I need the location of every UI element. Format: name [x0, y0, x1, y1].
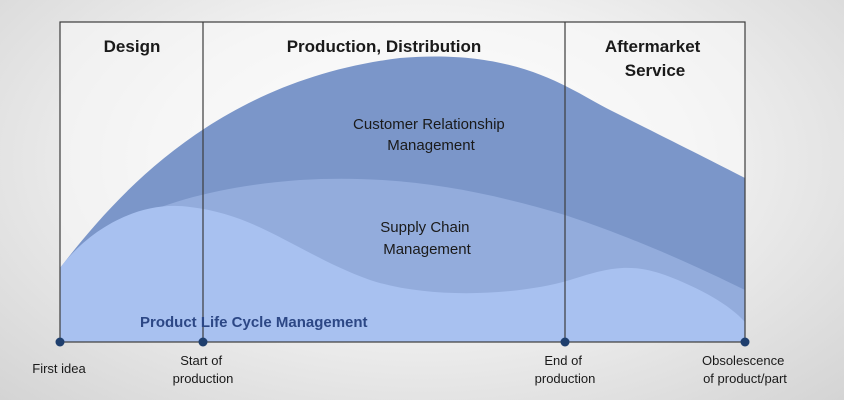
crm-label-line-2: Management — [387, 137, 475, 154]
scm-label-line-1: Supply Chain — [380, 219, 469, 236]
phase-title-design: Design — [104, 37, 161, 56]
milestone-label-start-of-production-line-2: production — [173, 371, 234, 386]
milestone-label-end-of-production-line-2: production — [535, 371, 596, 386]
milestone-marker-end-of-production — [560, 337, 570, 347]
milestone-marker-first-idea — [55, 337, 65, 347]
milestone-label-obsolescence: Obsolescence of product/part — [702, 353, 788, 386]
phase-title-aftermarket: Aftermarket Service — [605, 37, 705, 80]
crm-label-line-1: Customer Relationship — [353, 116, 505, 133]
phase-title-design-line-1: Design — [104, 37, 161, 56]
milestone-label-obsolescence-line-2: of product/part — [703, 371, 787, 386]
milestone-label-first-idea: First idea — [32, 361, 86, 376]
milestone-label-end-of-production-line-1: End of — [544, 353, 582, 368]
scm-label: Supply Chain Management — [380, 219, 473, 258]
phase-title-production: Production, Distribution — [287, 37, 482, 56]
crm-label: Customer Relationship Management — [353, 116, 509, 154]
frame-border — [59, 21, 746, 343]
scm-label-line-2: Management — [383, 241, 471, 258]
milestone-label-first-idea-line-1: First idea — [32, 361, 86, 376]
plm-area — [60, 205, 745, 342]
plm-label: Product Life Cycle Management — [140, 314, 368, 331]
milestone-label-start-of-production: Start of production — [173, 353, 234, 386]
milestone-label-start-of-production-line-1: Start of — [180, 353, 222, 368]
phase-title-aftermarket-line-2: Service — [625, 61, 686, 80]
milestone-marker-obsolescence — [740, 337, 750, 347]
phase-title-production-line-1: Production, Distribution — [287, 37, 482, 56]
phase-title-aftermarket-line-1: Aftermarket — [605, 37, 701, 56]
milestone-label-end-of-production: End of production — [535, 353, 596, 386]
milestone-marker-start-of-production — [198, 337, 208, 347]
milestone-label-obsolescence-line-1: Obsolescence — [702, 353, 784, 368]
